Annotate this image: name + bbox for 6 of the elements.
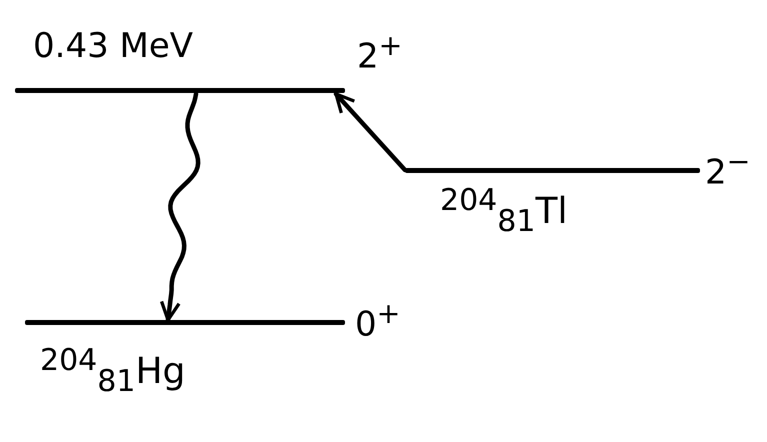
spin-parity-label: 2$^{−}$ xyxy=(705,146,750,192)
spin-parity-label: 0$^{+}$ xyxy=(355,298,400,344)
decay-arrow xyxy=(334,92,408,172)
energy-label: 0.43 MeV xyxy=(33,28,194,66)
spin-parity-label: 2$^{+}$ xyxy=(357,30,402,76)
gamma-ray-arrow xyxy=(160,92,200,322)
